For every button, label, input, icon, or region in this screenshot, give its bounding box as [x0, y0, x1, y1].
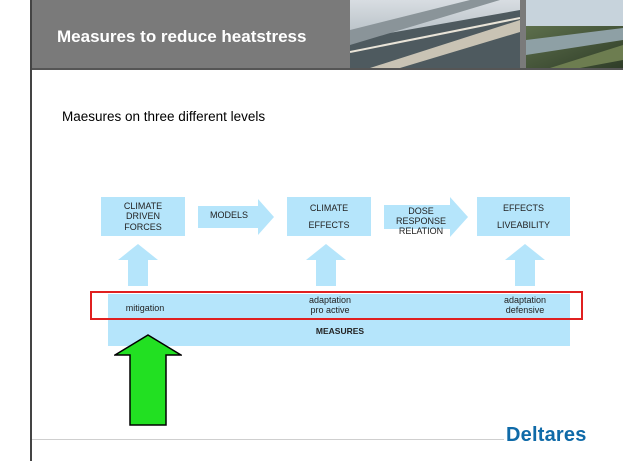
measures-label: MEASURES	[315, 326, 365, 336]
box1-line2: DRIVEN	[125, 211, 160, 222]
slide-subtitle: Maesures on three different levels	[62, 109, 266, 124]
adaptation-defensive-label: adaptation defensive	[485, 295, 565, 316]
header-photo	[350, 0, 623, 68]
header-divider	[32, 68, 623, 70]
models-arrow	[198, 199, 274, 235]
up-arrow-adaptation-proactive	[306, 244, 346, 286]
box2-line2: EFFECTS	[308, 219, 350, 230]
adaptation-pro-line2: pro active	[310, 304, 350, 315]
models-label: MODELS	[209, 210, 248, 220]
dose-response-label: DOSE RESPONSE RELATION	[386, 206, 456, 237]
adaptation-def-line1: adaptation	[503, 295, 547, 305]
box1-line3: FORCES	[124, 221, 162, 232]
slide-border	[30, 0, 32, 461]
dose-response-arrow	[384, 197, 468, 237]
adaptation-def-line2: defensive	[505, 304, 545, 315]
adaptation-pro-line1: adaptation	[308, 295, 352, 305]
up-arrow-adaptation-defensive	[505, 244, 545, 286]
slide-title: Measures to reduce heatstress	[57, 27, 307, 46]
measures-bar	[108, 294, 570, 346]
dose-response-line2: RELATION	[398, 225, 444, 236]
dose-response-line1: DOSE RESPONSE	[395, 206, 446, 226]
box1-line1: CLIMATE	[123, 200, 163, 211]
up-arrow-mitigation	[118, 244, 158, 286]
effects-liveability-box: EFFECTS LIVEABILITY	[477, 197, 570, 236]
box3-line2: LIVEABILITY	[496, 219, 551, 230]
box3-line1: EFFECTS	[502, 203, 544, 214]
adaptation-proactive-label: adaptation pro active	[290, 295, 370, 316]
box2-line1: CLIMATE	[309, 203, 349, 214]
mitigation-label: mitigation	[125, 303, 165, 313]
deltares-logo: Deltares	[506, 424, 587, 446]
green-up-arrow	[114, 334, 182, 426]
footer-divider	[32, 439, 504, 440]
climate-effects-box: CLIMATE EFFECTS	[287, 197, 371, 236]
highlight-frame	[90, 291, 583, 320]
climate-driven-forces-box: CLIMATE DRIVEN FORCES	[101, 197, 185, 236]
